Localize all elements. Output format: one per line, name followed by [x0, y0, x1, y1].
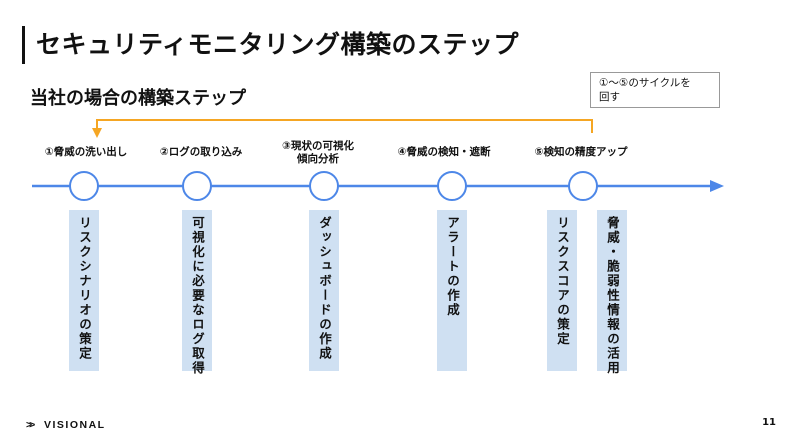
step-node-2 — [182, 171, 212, 201]
step-node-4 — [437, 171, 467, 201]
activity-text-3: ダッシュボードの作成 — [317, 216, 332, 361]
logo-text: VISIONAL — [44, 419, 106, 431]
activity-box-4: アラートの作成 — [437, 210, 467, 371]
step-node-3 — [309, 171, 339, 201]
step-label-3-line-1: ③現状の可視化 — [282, 140, 354, 152]
step-label-4: ④脅威の検知・遮断 — [397, 146, 491, 158]
activity-box-3: ダッシュボードの作成 — [309, 210, 339, 371]
activity-text-4: アラートの作成 — [445, 216, 460, 318]
step-node-5 — [568, 171, 598, 201]
cycle-callout: ①〜⑤のサイクルを 回す — [590, 72, 720, 108]
timeline-arrow-head — [710, 180, 724, 192]
activity-text-2: 可視化に必要なログ取得 — [190, 216, 205, 376]
page-title: セキュリティモニタリング構築のステップ — [36, 30, 520, 59]
logo-chevron-icon: >> — [26, 419, 35, 431]
section-subtitle: 当社の場合の構築ステップ — [30, 88, 246, 109]
activity-box-2: 可視化に必要なログ取得 — [182, 210, 212, 376]
activity-box-5: リスクスコアの策定 — [547, 210, 577, 371]
step-label-2: ②ログの取り込み — [159, 146, 243, 158]
activity-text-5: リスクスコアの策定 — [555, 216, 570, 347]
loop-arrow-path — [96, 119, 593, 133]
activity-text-6: 脅威・脆弱性情報の活用 — [605, 216, 620, 376]
callout-line-2: 回す — [599, 91, 620, 103]
title-accent-bar — [22, 26, 25, 64]
step-label-1: ①脅威の洗い出し — [44, 146, 128, 158]
activity-text-1: リスクシナリオの策定 — [77, 216, 92, 361]
activity-box-6: 脅威・脆弱性情報の活用 — [597, 210, 627, 376]
step-label-3-line-2: 傾向分析 — [296, 153, 339, 165]
step-label-3: ③現状の可視化 傾向分析 — [282, 140, 354, 166]
company-logo: >> VISIONAL — [26, 418, 106, 432]
loop-arrow-head — [92, 128, 102, 138]
callout-line-1: ①〜⑤のサイクルを — [599, 77, 691, 89]
step-node-1 — [69, 171, 99, 201]
activity-box-1: リスクシナリオの策定 — [69, 210, 99, 371]
step-label-5: ⑤検知の精度アップ — [534, 146, 628, 158]
page-number: 11 — [762, 417, 776, 428]
